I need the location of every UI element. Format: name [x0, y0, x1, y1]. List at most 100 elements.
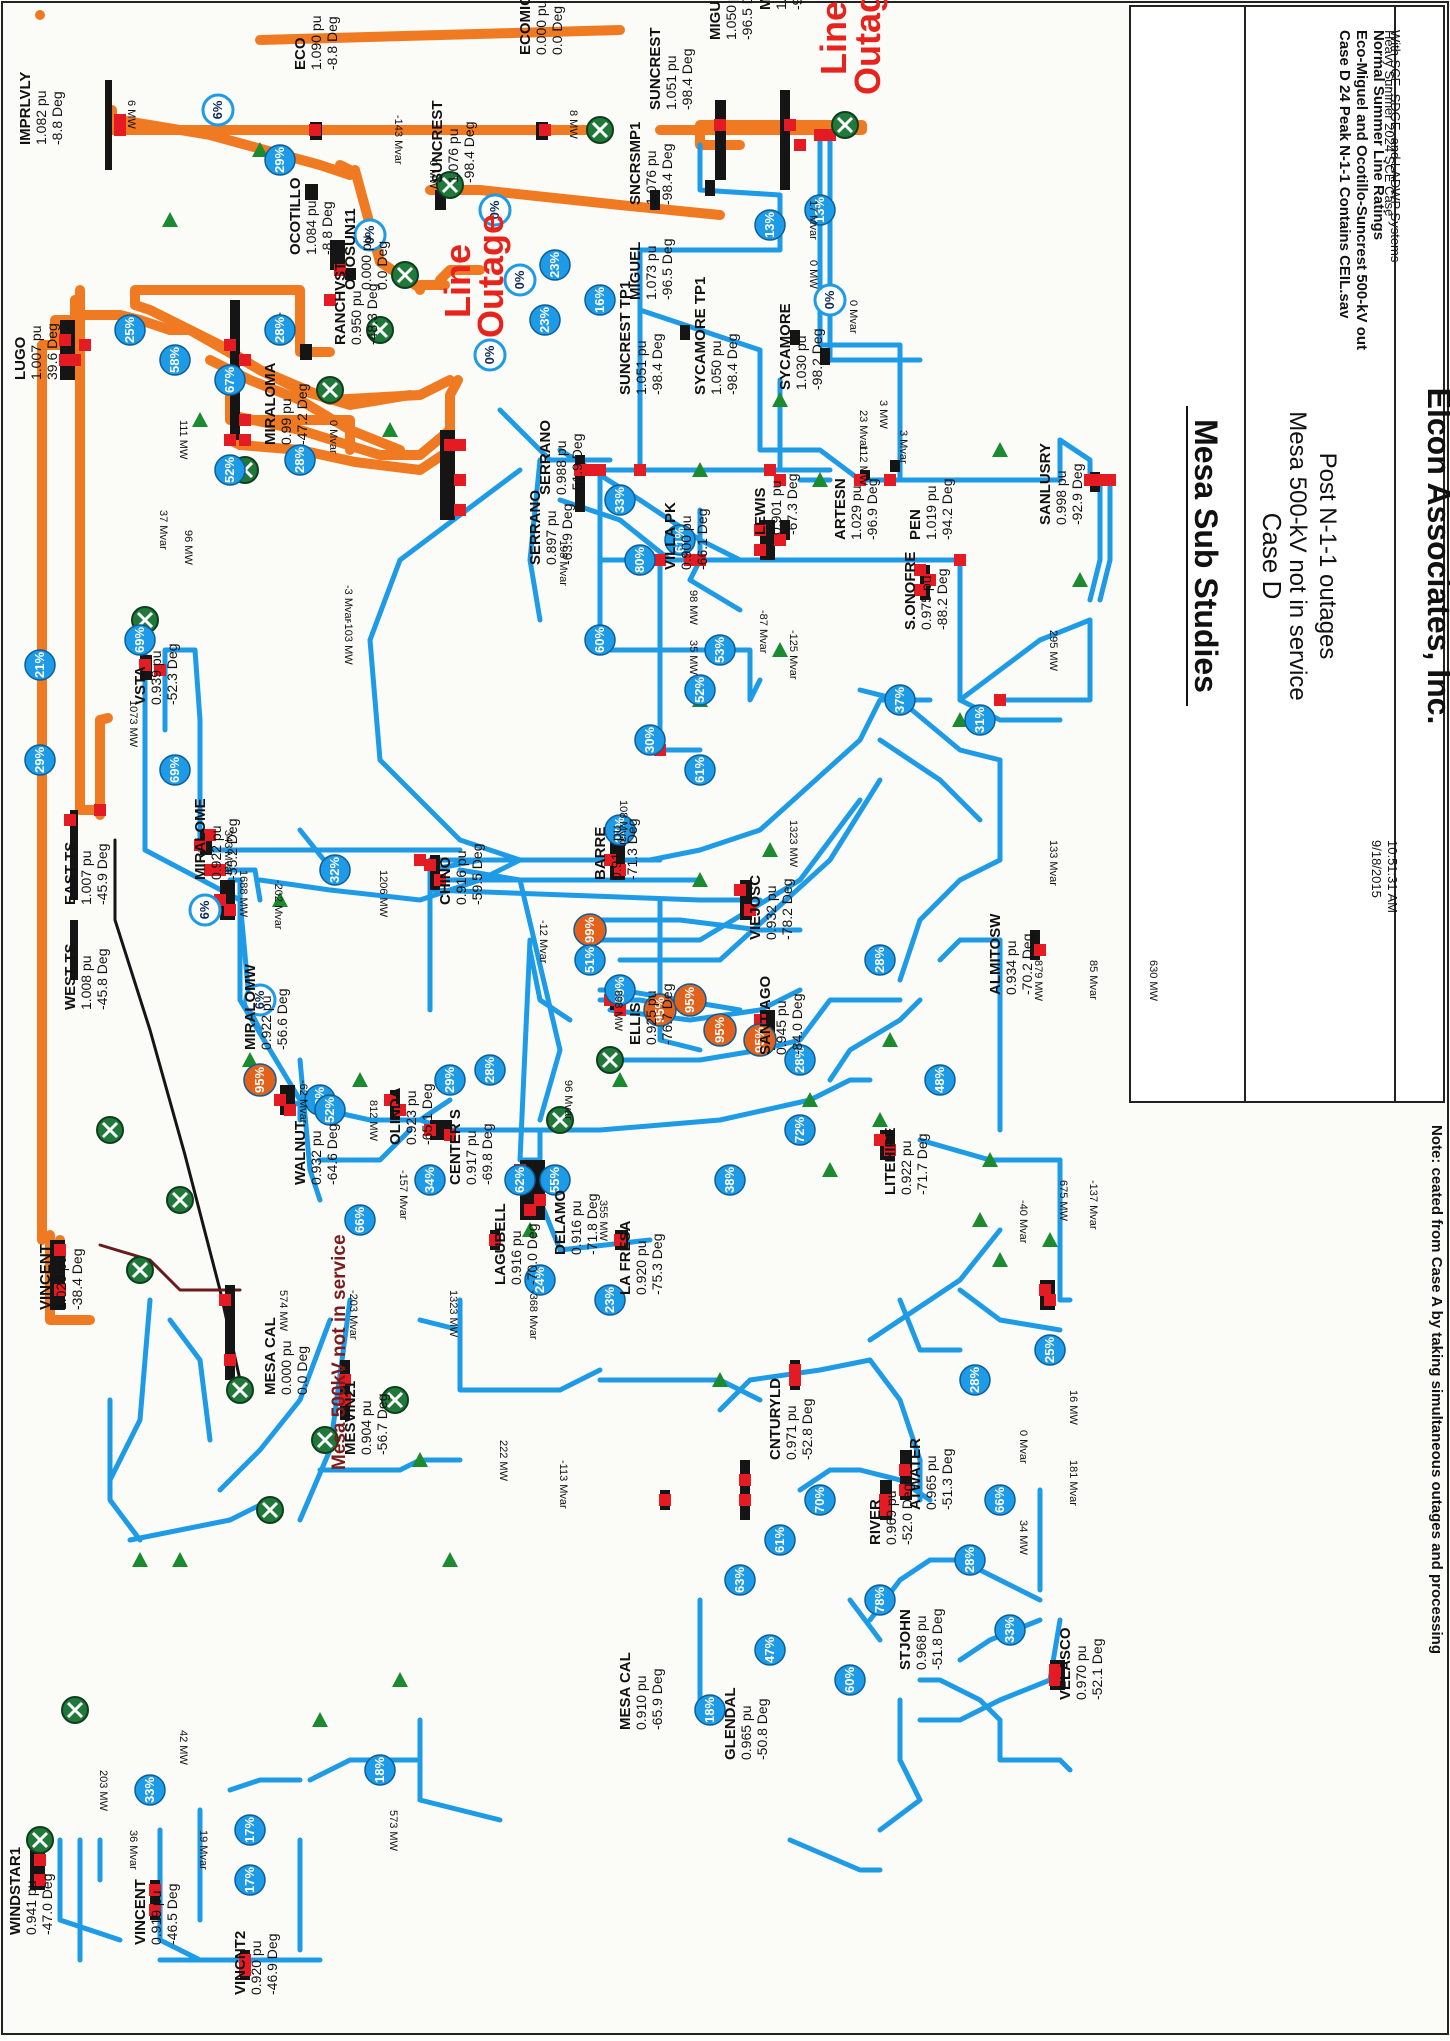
bus-angle: -96.9 Deg [864, 479, 880, 540]
bus-angle: -45.9 Deg [94, 844, 110, 905]
loading-percent: 24% [532, 1267, 547, 1293]
loading-circle [754, 1634, 786, 1666]
flow-value: 34 MW [1017, 1520, 1029, 1555]
flow-value: 1323 MW [447, 1290, 459, 1338]
open-breaker-icon [436, 171, 464, 199]
line-loading-indicator: 17% [234, 1864, 266, 1896]
line-230kv-80 [867, 1227, 1003, 1343]
line-230kv-17 [597, 467, 763, 703]
open-breaker-x [441, 176, 459, 194]
flow-value: 37 Mvar [157, 510, 169, 550]
line-230kv-22 [142, 642, 243, 903]
open-breaker-icon [226, 1376, 254, 1404]
line-loading-indicator: 80% [624, 544, 656, 576]
loading-circle [364, 1754, 396, 1786]
breaker-34 [754, 524, 766, 536]
open-breaker-icon [596, 1046, 624, 1074]
line-loading-indicator: 38% [714, 1164, 746, 1196]
title-block-desc1: Case D 24 Peak N-1-1 Contains CEIL.sav [1336, 30, 1353, 319]
bus-angle: -98.4 Deg [649, 334, 665, 395]
loading-circle [188, 893, 222, 927]
flow-arrow-icon [252, 142, 268, 157]
breaker-86 [339, 1374, 351, 1386]
open-breaker-icon [166, 1186, 194, 1214]
line-230kv-55 [527, 947, 573, 1023]
line-loading-indicator: 0% [813, 283, 847, 317]
breaker-4 [714, 119, 726, 131]
flow-arrow-icon [772, 642, 788, 657]
loading-percent: 53% [712, 637, 727, 663]
flow-value: 198 Mvar [557, 540, 569, 586]
line-500kv-21 [165, 325, 415, 410]
flow-value: 181 Mvar [1067, 1460, 1079, 1506]
breaker-77 [614, 1234, 626, 1246]
line-230kv-97 [917, 1677, 963, 1693]
line-230kv-24 [217, 867, 263, 903]
breaker-99 [954, 554, 966, 566]
line-loading-indicator: 0% [478, 193, 512, 227]
line-230kv-44 [757, 997, 903, 1053]
bus-angle: -46.5 Deg [164, 1884, 180, 1945]
bus-name: ECOMIG11 [517, 0, 534, 55]
loading-circle [804, 194, 836, 226]
line-230kv-71 [127, 1497, 273, 1543]
line-loading-indicator: 23% [594, 1284, 626, 1316]
line-230kv-104 [307, 1757, 423, 1783]
line-500kv-3 [115, 115, 355, 180]
loading-circle [414, 1164, 446, 1196]
bus-name: VIEJOSC [747, 875, 764, 940]
bus-bars [30, 80, 1100, 1980]
bus-name: WALNUT [292, 1121, 309, 1185]
bus-voltage: 0.000 pu [278, 1341, 294, 1396]
bus-angle: -96.5 Deg [739, 0, 755, 40]
bus-voltage: 0.950 pu [348, 291, 364, 346]
bus-voltage: 0.910 pu [633, 1676, 649, 1731]
open-breaker-x [171, 1191, 189, 1209]
flow-value: 3 Mvar [897, 430, 909, 464]
line-loading-indicator: 18% [364, 1754, 396, 1786]
flow-value: 1073 MW [127, 700, 139, 748]
bus-bar-18 [575, 455, 585, 512]
title-block-desc3: Normal Summer Line Ratings [1370, 30, 1387, 240]
line-loading-indicator: 60% [834, 1664, 866, 1696]
loading-percent: 37% [892, 687, 907, 713]
loading-percent: 70% [812, 1487, 827, 1513]
line-230kv-7 [897, 437, 1063, 483]
loading-circle [284, 444, 316, 476]
line-230kv-108 [157, 1827, 203, 1963]
bus-voltage: 0.920 pu [248, 1941, 264, 1996]
open-breaker-icon [126, 1256, 154, 1284]
breaker-90 [739, 1494, 751, 1506]
bus-voltage: 0.932 pu [763, 886, 779, 941]
loading-circle [673, 983, 707, 1017]
line-230kv-19 [457, 837, 523, 863]
open-breaker-icon [256, 1496, 284, 1524]
title-block: Mesa Sub Studies Case D Mesa 500-kV not … [1129, 5, 1450, 1103]
bus-angle: -50.8 Deg [754, 1699, 770, 1760]
flow-value: 35 MW [687, 640, 699, 675]
breaker-53 [744, 904, 756, 916]
open-breaker-x [386, 1391, 404, 1409]
bus-name: BARRE [592, 827, 609, 880]
line-loading-indicator: 6% [201, 93, 235, 127]
line-230kv-54 [617, 777, 883, 963]
loading-percent: 28% [872, 947, 887, 973]
line-500kv-23 [225, 410, 455, 460]
flow-arrow-icon [992, 442, 1008, 457]
flow-value: 203 MW [97, 1770, 109, 1812]
flow-value: 0 MW [807, 260, 819, 289]
flow-value: -113 Mvar [557, 1460, 569, 1509]
bus-angle: -98.4 Deg [659, 144, 675, 205]
open-breaker-x [66, 1701, 84, 1719]
line-loading-indicator: 70% [804, 1484, 836, 1516]
line-230kv-72 [107, 1397, 143, 1543]
bus-voltage: 1.019 pu [923, 486, 939, 541]
line-loading-indicator: 51% [574, 944, 606, 976]
breaker-73 [224, 1354, 236, 1366]
flow-arrow-icon [312, 1712, 328, 1727]
